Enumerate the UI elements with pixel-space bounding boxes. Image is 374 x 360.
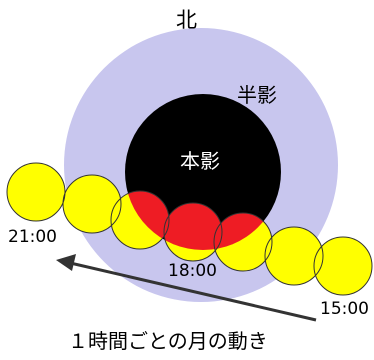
moon-positions [7,163,372,295]
north-label: 北 [176,8,197,32]
umbra-label: 本影 [180,149,220,173]
moon-position [314,237,372,295]
motion-arrow [56,254,317,322]
caption-moon-motion: １時間ごとの月の動き [68,329,268,353]
moon-outline [213,212,273,272]
time-label-2100: 21:00 [8,227,57,247]
moon-outline [163,202,223,262]
moon-outlines [6,162,373,296]
time-label-1800: 18:00 [168,261,217,281]
moon-position [7,163,65,221]
moon-position [265,227,323,285]
moon-outline [313,236,373,296]
moon-outline [264,226,324,286]
motion-arrow-head [56,254,76,271]
penumbra-label: 半影 [237,83,277,107]
moon-outline [110,190,170,250]
moon-outline [6,162,66,222]
moon-outline [62,174,122,234]
motion-arrow-line [65,260,317,322]
moon-position [63,175,121,233]
time-label-1500: 15:00 [320,299,369,319]
